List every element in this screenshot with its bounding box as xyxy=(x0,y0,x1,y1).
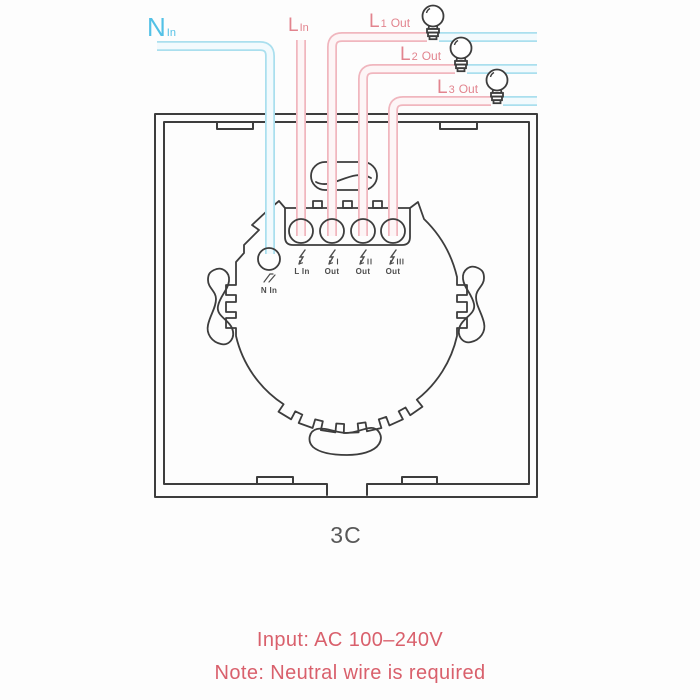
label-l2-letter: L xyxy=(400,44,411,65)
label-l2-word: Out xyxy=(421,49,442,63)
terminal-label-out-2: Out xyxy=(355,267,371,276)
switch-module-outline xyxy=(225,200,468,434)
bottom-slot xyxy=(308,427,382,456)
terminal-block xyxy=(284,200,411,246)
light-bulb-icon xyxy=(421,4,445,41)
label-l1-letter: L xyxy=(369,11,380,32)
lightning-bolt-icon xyxy=(328,249,339,265)
footer-note: Note: Neutral wire is required xyxy=(214,662,486,684)
lightning-bolt-icon xyxy=(359,249,372,265)
label-l3-sub: 3 xyxy=(448,84,455,96)
lightning-bolt-icon xyxy=(298,249,306,265)
l2-out-wire xyxy=(358,64,455,236)
label-l3-letter: L xyxy=(437,77,448,98)
terminal-label-out-3: Out xyxy=(385,267,401,276)
light-bulb-icon xyxy=(449,36,473,73)
terminal-screw xyxy=(288,218,314,244)
label-l2-sub: 2 xyxy=(411,51,418,63)
terminal-screw xyxy=(350,218,376,244)
label-l-in-suffix: In xyxy=(299,22,309,34)
wall-plate-inner xyxy=(163,121,530,496)
left-slot xyxy=(206,267,234,346)
label-n-in-letter: N xyxy=(147,12,166,42)
lightning-bolt-icon xyxy=(389,249,404,265)
terminal-screw xyxy=(380,218,406,244)
label-l1-sub: 1 xyxy=(380,18,387,30)
label-l3-word: Out xyxy=(458,82,479,96)
terminal-screw xyxy=(319,218,345,244)
terminal-label-n-in: N In xyxy=(260,286,278,295)
mounting-tab xyxy=(439,121,478,130)
mounting-tab xyxy=(216,121,254,130)
n-terminal-screw xyxy=(257,247,281,271)
l1-out-wire xyxy=(327,32,427,236)
right-slot xyxy=(458,265,486,344)
label-n-in-suffix: In xyxy=(166,27,176,39)
l3-out-wire xyxy=(388,96,491,236)
light-bulb-icon xyxy=(485,68,509,105)
mounting-tab xyxy=(256,476,294,485)
label-l1-word: Out xyxy=(390,16,411,30)
mounting-tab xyxy=(401,476,438,485)
neutral-symbol-icon xyxy=(263,273,276,283)
wall-plate-outer xyxy=(154,113,538,498)
label-l-in-letter: L xyxy=(288,15,299,36)
terminal-label-l-in: L In xyxy=(294,267,310,276)
terminal-label-out-1: Out xyxy=(324,267,340,276)
footer-input-spec: Input: AC 100–240V xyxy=(256,629,444,651)
label-l-in: LIn xyxy=(288,16,309,35)
neutral-wire xyxy=(157,41,275,254)
model-label: 3C xyxy=(330,522,362,548)
label-n-in: NIn xyxy=(147,14,176,40)
